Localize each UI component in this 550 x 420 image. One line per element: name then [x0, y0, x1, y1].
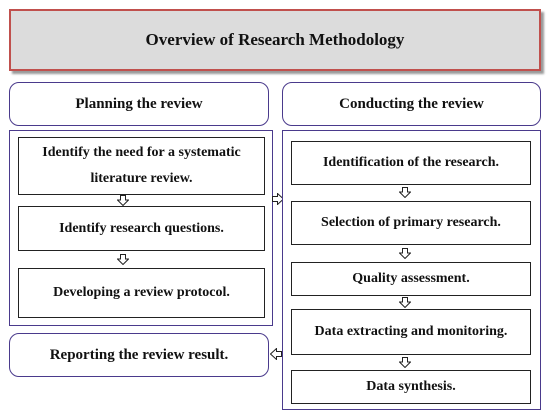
- conducting-step-3: Quality assessment.: [291, 262, 531, 296]
- planning-step-2: Identify research questions.: [18, 206, 265, 251]
- conducting-step-5: Data synthesis.: [291, 370, 531, 404]
- hollow-down-arrow-icon: [399, 248, 411, 259]
- hollow-down-arrow-icon: [399, 187, 411, 198]
- conducting-step-4: Data extracting and monitoring.: [291, 309, 531, 355]
- planning-step-3: Developing a review protocol.: [18, 268, 265, 318]
- hollow-down-arrow-icon: [117, 195, 129, 206]
- hollow-right-arrow-icon: [272, 193, 284, 205]
- conducting-step-2: Selection of primary research.: [291, 201, 531, 245]
- hollow-left-arrow-icon: [270, 348, 282, 360]
- planning-step-1: Identify the need for a systematic liter…: [18, 137, 265, 195]
- reporting-stage-box: Reporting the review result.: [9, 333, 269, 377]
- conducting-stage-header: Conducting the review: [282, 82, 541, 126]
- conducting-step-1: Identification of the research.: [291, 141, 531, 185]
- hollow-down-arrow-icon: [117, 254, 129, 265]
- hollow-down-arrow-icon: [399, 357, 411, 368]
- hollow-down-arrow-icon: [399, 297, 411, 308]
- planning-stage-header: Planning the review: [9, 82, 269, 126]
- diagram-title: Overview of Research Methodology: [9, 9, 541, 71]
